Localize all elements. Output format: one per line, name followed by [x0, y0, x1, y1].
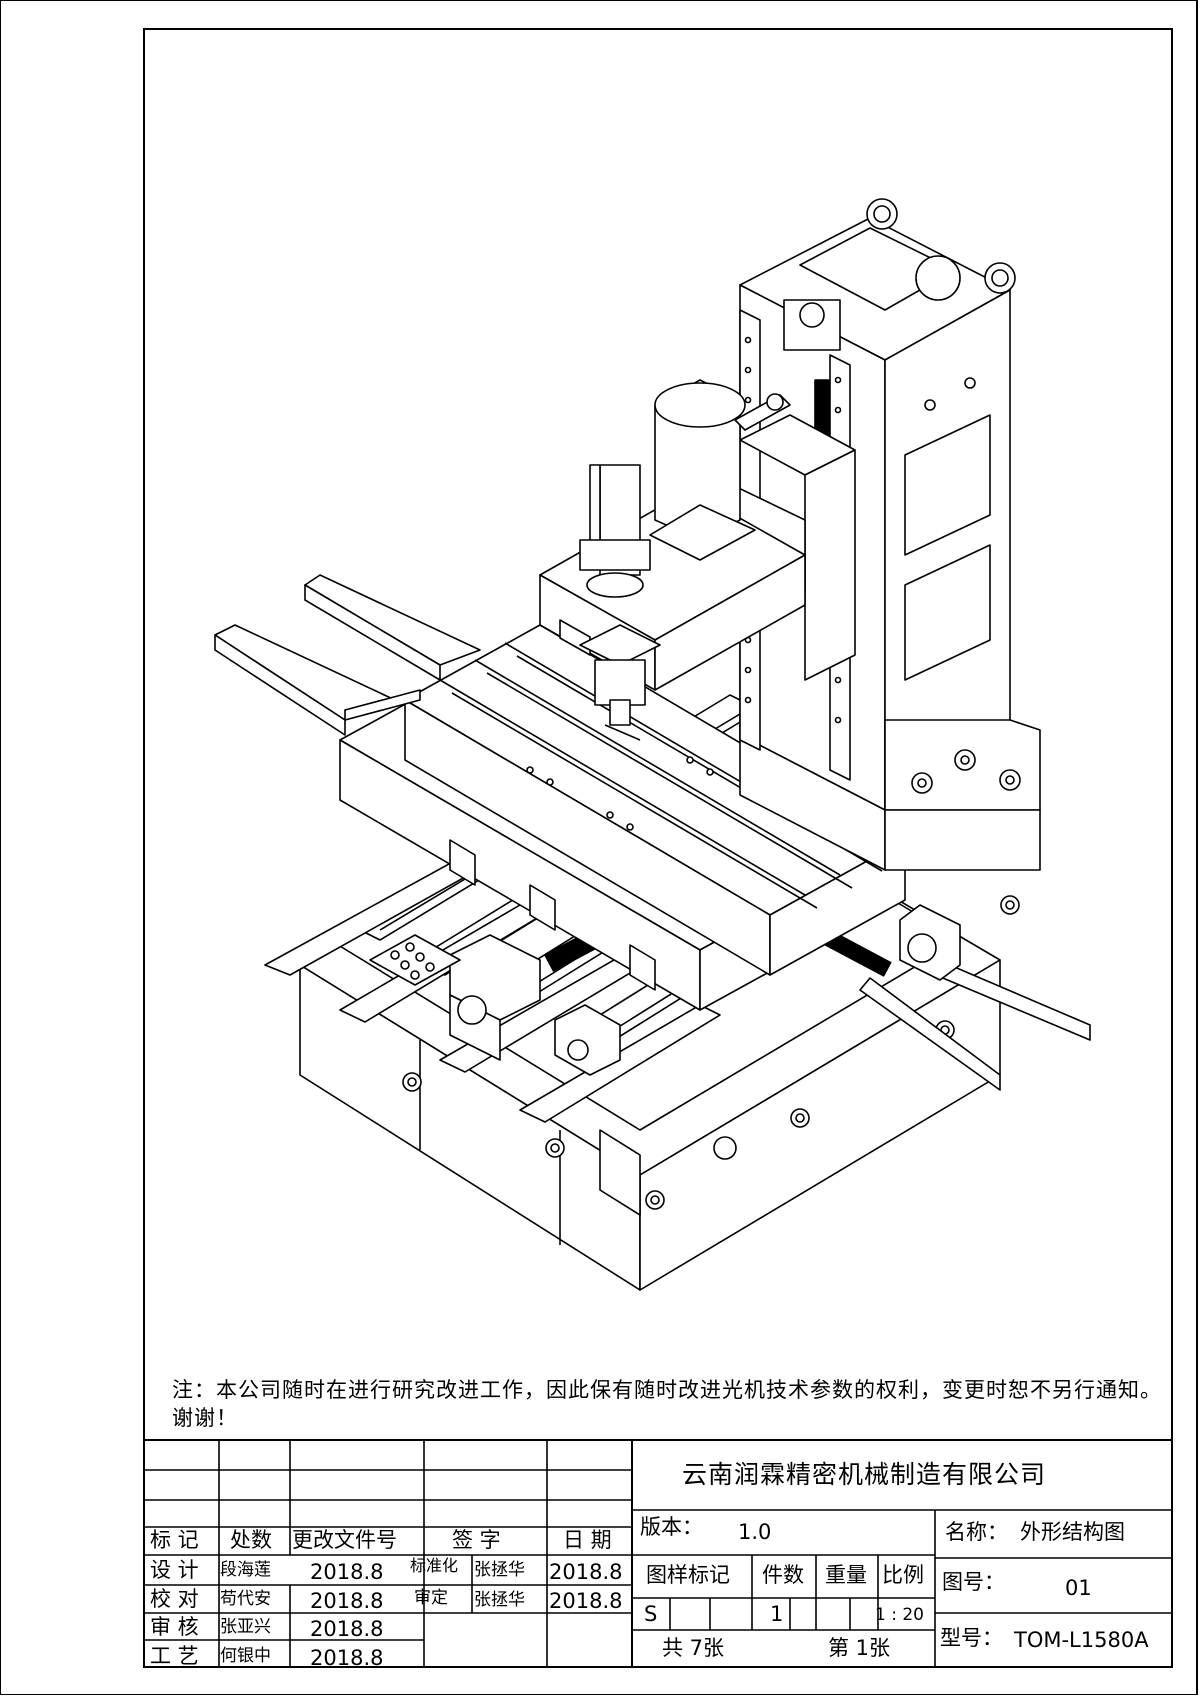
- approval-date: 2018.8: [310, 1646, 384, 1670]
- header-change-doc: 更改文件号: [292, 1528, 397, 1552]
- approval-role: 审 核: [150, 1615, 199, 1639]
- company-name: 云南润霖精密机械制造有限公司: [682, 1460, 1047, 1489]
- model-label: 型号：: [940, 1626, 1003, 1650]
- drawing-name-label: 名称：: [945, 1520, 1008, 1544]
- drawing-frame: [143, 28, 1173, 1668]
- approval-name: 何银中: [220, 1646, 271, 1666]
- header-date: 日 期: [563, 1528, 612, 1552]
- disclaimer-note: 注：本公司随时在进行研究改进工作，因此保有随时改进光机技术参数的权利，变更时恕不…: [172, 1378, 1162, 1430]
- approval-role: 校 对: [150, 1587, 199, 1611]
- approval-date: 2018.8: [549, 1589, 623, 1613]
- sheet-total: 共 7张: [662, 1636, 725, 1660]
- approval-name: 苟代安: [220, 1589, 271, 1609]
- drawing-number-label: 图号：: [942, 1570, 1005, 1594]
- header-location: 处数: [230, 1528, 272, 1552]
- header-mark: 标 记: [150, 1528, 199, 1552]
- spec-header-scale: 比例: [882, 1563, 924, 1587]
- approval-date: 2018.8: [310, 1589, 384, 1613]
- model-value: TOM-L1580A: [1014, 1628, 1149, 1652]
- version-value: 1.0: [738, 1520, 772, 1544]
- spec-scale: 1 : 20: [875, 1605, 924, 1625]
- approval-role: 工 艺: [150, 1644, 199, 1668]
- approval-role: 标准化: [410, 1556, 459, 1575]
- spec-header-sample-mark: 图样标记: [646, 1563, 730, 1587]
- spec-quantity: 1: [770, 1602, 784, 1626]
- z-motor-mount: [734, 393, 791, 431]
- approval-role: 审定: [414, 1588, 448, 1608]
- x-axis-covers: [214, 574, 481, 736]
- spindle-motor: [649, 379, 756, 561]
- drawing-name-value: 外形结构图: [1020, 1520, 1125, 1544]
- approval-name: 段海莲: [220, 1560, 271, 1580]
- approval-date: 2018.8: [549, 1560, 623, 1584]
- spindle-nose: [579, 624, 661, 741]
- approval-role: 设 计: [150, 1558, 199, 1582]
- sheet-current: 第 1张: [828, 1636, 891, 1660]
- spec-header-weight: 重量: [825, 1563, 867, 1587]
- drawing-number-value: 01: [1065, 1576, 1092, 1600]
- approval-date: 2018.8: [310, 1617, 384, 1641]
- lifting-eyes: [783, 299, 841, 351]
- bolt-block: [369, 934, 461, 986]
- spec-header-quantity: 件数: [762, 1563, 804, 1587]
- version-label: 版本：: [640, 1515, 703, 1539]
- spec-sample-mark: S: [644, 1602, 658, 1626]
- tool-release-cylinder: [579, 464, 651, 598]
- approval-name: 张亚兴: [220, 1617, 271, 1637]
- approval-name: 张拯华: [474, 1590, 525, 1610]
- approval-name: 张拯华: [474, 1560, 525, 1580]
- approval-date: 2018.8: [310, 1560, 384, 1584]
- header-signature: 签 字: [452, 1528, 501, 1552]
